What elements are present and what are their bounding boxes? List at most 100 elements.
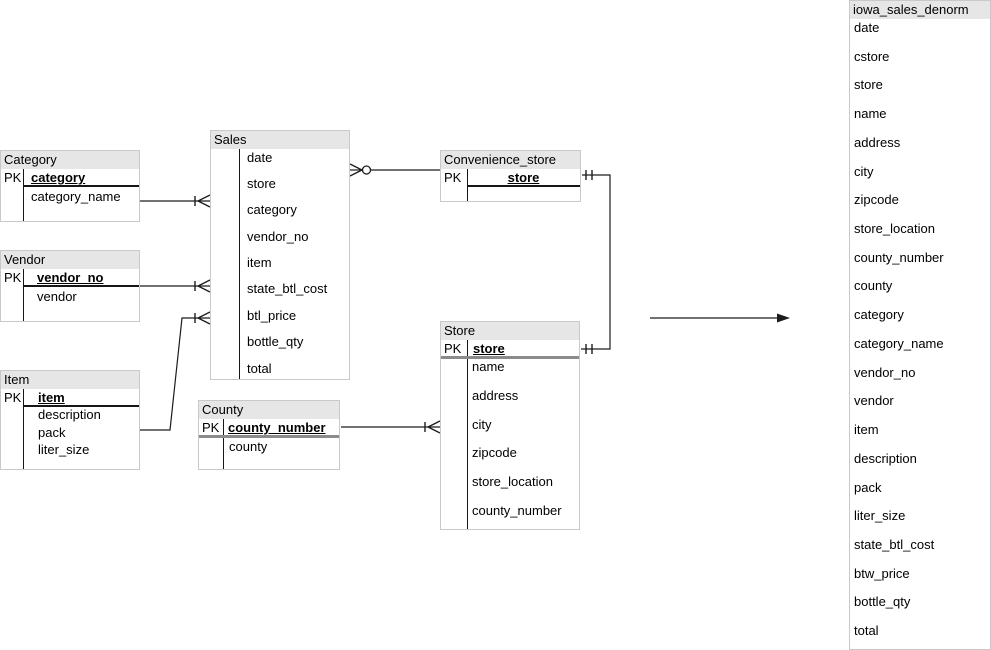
pk-column-divider (23, 269, 24, 321)
pk-column-divider (239, 149, 240, 379)
field-row: total (854, 623, 879, 639)
field-row: city (854, 163, 874, 179)
field-row: store_location (854, 221, 935, 237)
field-row: county (854, 278, 893, 294)
pk-divider-line (23, 285, 139, 287)
entity-title: Sales (211, 131, 349, 149)
field-row: total (247, 360, 272, 376)
field-row: vendor (854, 393, 894, 409)
field-row: item (247, 255, 272, 271)
pk-label: PK (4, 390, 22, 405)
field-row: state_btl_cost (247, 281, 328, 297)
connector-denormalization-arrow (650, 313, 790, 323)
field-list: category_name (1, 187, 139, 205)
field-row: date (247, 149, 273, 165)
field-row: store (854, 77, 883, 93)
field-row: cstore (854, 48, 890, 64)
field-row: name (854, 106, 887, 122)
field-row: county (229, 439, 268, 454)
entity-title: Convenience_store (441, 151, 580, 169)
field-row: bottle_qty (247, 334, 304, 350)
pk-divider-line (23, 405, 139, 407)
field-row: county_number (854, 249, 944, 265)
field-row: liter_size (854, 508, 906, 524)
connector-category-sales (140, 194, 211, 208)
connector-sales-convenience-store (349, 163, 440, 177)
entity-title: Store (441, 322, 579, 340)
field-row: pack (854, 479, 882, 495)
field-row: pack (38, 424, 66, 440)
entity-title: iowa_sales_denorm (850, 1, 990, 19)
primary-key-row: PK county_number (199, 419, 339, 437)
field-row: vendor_no (247, 228, 309, 244)
field-row: zipcode (854, 192, 899, 208)
field-row: category_name (854, 335, 944, 351)
field-row: store_location (472, 474, 553, 490)
field-row: vendor (37, 289, 77, 304)
field-row: description (854, 450, 917, 466)
field-row: btl_price (247, 307, 297, 323)
entity-title: Category (1, 151, 139, 169)
primary-key-row: PK store (441, 169, 580, 187)
field-row: address (854, 134, 901, 150)
pk-field-name: store (507, 170, 540, 185)
field-row: bottle_qty (854, 594, 911, 610)
pk-divider-line (23, 185, 139, 187)
pk-column-divider (23, 169, 24, 221)
pk-label: PK (4, 270, 22, 285)
field-row: category (247, 202, 297, 218)
entity-title: Item (1, 371, 139, 389)
connector-convenience-store-store (581, 170, 611, 354)
field-row: vendor_no (854, 364, 916, 380)
field-row: category (854, 307, 904, 323)
pk-field-name: category (31, 170, 86, 185)
pk-field-name: store (473, 341, 505, 356)
field-row: item (854, 422, 879, 438)
field-row: address (472, 387, 519, 403)
pk-column-divider (223, 419, 224, 469)
field-row: date (854, 20, 880, 35)
pk-label: PK (444, 170, 462, 185)
connector-vendor-sales (140, 279, 211, 293)
field-list: vendor (1, 287, 139, 305)
field-row: county_number (472, 502, 562, 518)
connector-county-store (341, 420, 441, 434)
pk-label: PK (4, 170, 22, 185)
field-row: category_name (31, 189, 121, 204)
entity-title: Vendor (1, 251, 139, 269)
pk-divider-line (441, 356, 579, 359)
pk-field-name: item (38, 390, 65, 405)
field-list: date cstore store name address city zipcode sto… (850, 19, 990, 650)
field-row: btw_price (854, 565, 910, 581)
pk-label: PK (202, 420, 220, 435)
field-list: county (199, 437, 339, 455)
field-row: store (247, 175, 276, 191)
pk-column-divider (467, 340, 468, 529)
field-row: zipcode (472, 445, 517, 461)
pk-field-name: county_number (228, 420, 326, 435)
field-row: state_btl_cost (854, 536, 935, 552)
pk-field-name: vendor_no (37, 270, 104, 285)
primary-key-row: PK item (1, 389, 139, 407)
field-row: name (472, 359, 505, 374)
field-row: city (472, 416, 492, 432)
field-row: liter_size (38, 442, 90, 458)
pk-divider-line (199, 435, 339, 438)
entity-title: County (199, 401, 339, 419)
primary-key-row: PK store (441, 340, 579, 358)
primary-key-row: PK vendor_no (1, 269, 139, 287)
pk-divider-line (467, 185, 580, 187)
pk-label: PK (444, 341, 462, 356)
